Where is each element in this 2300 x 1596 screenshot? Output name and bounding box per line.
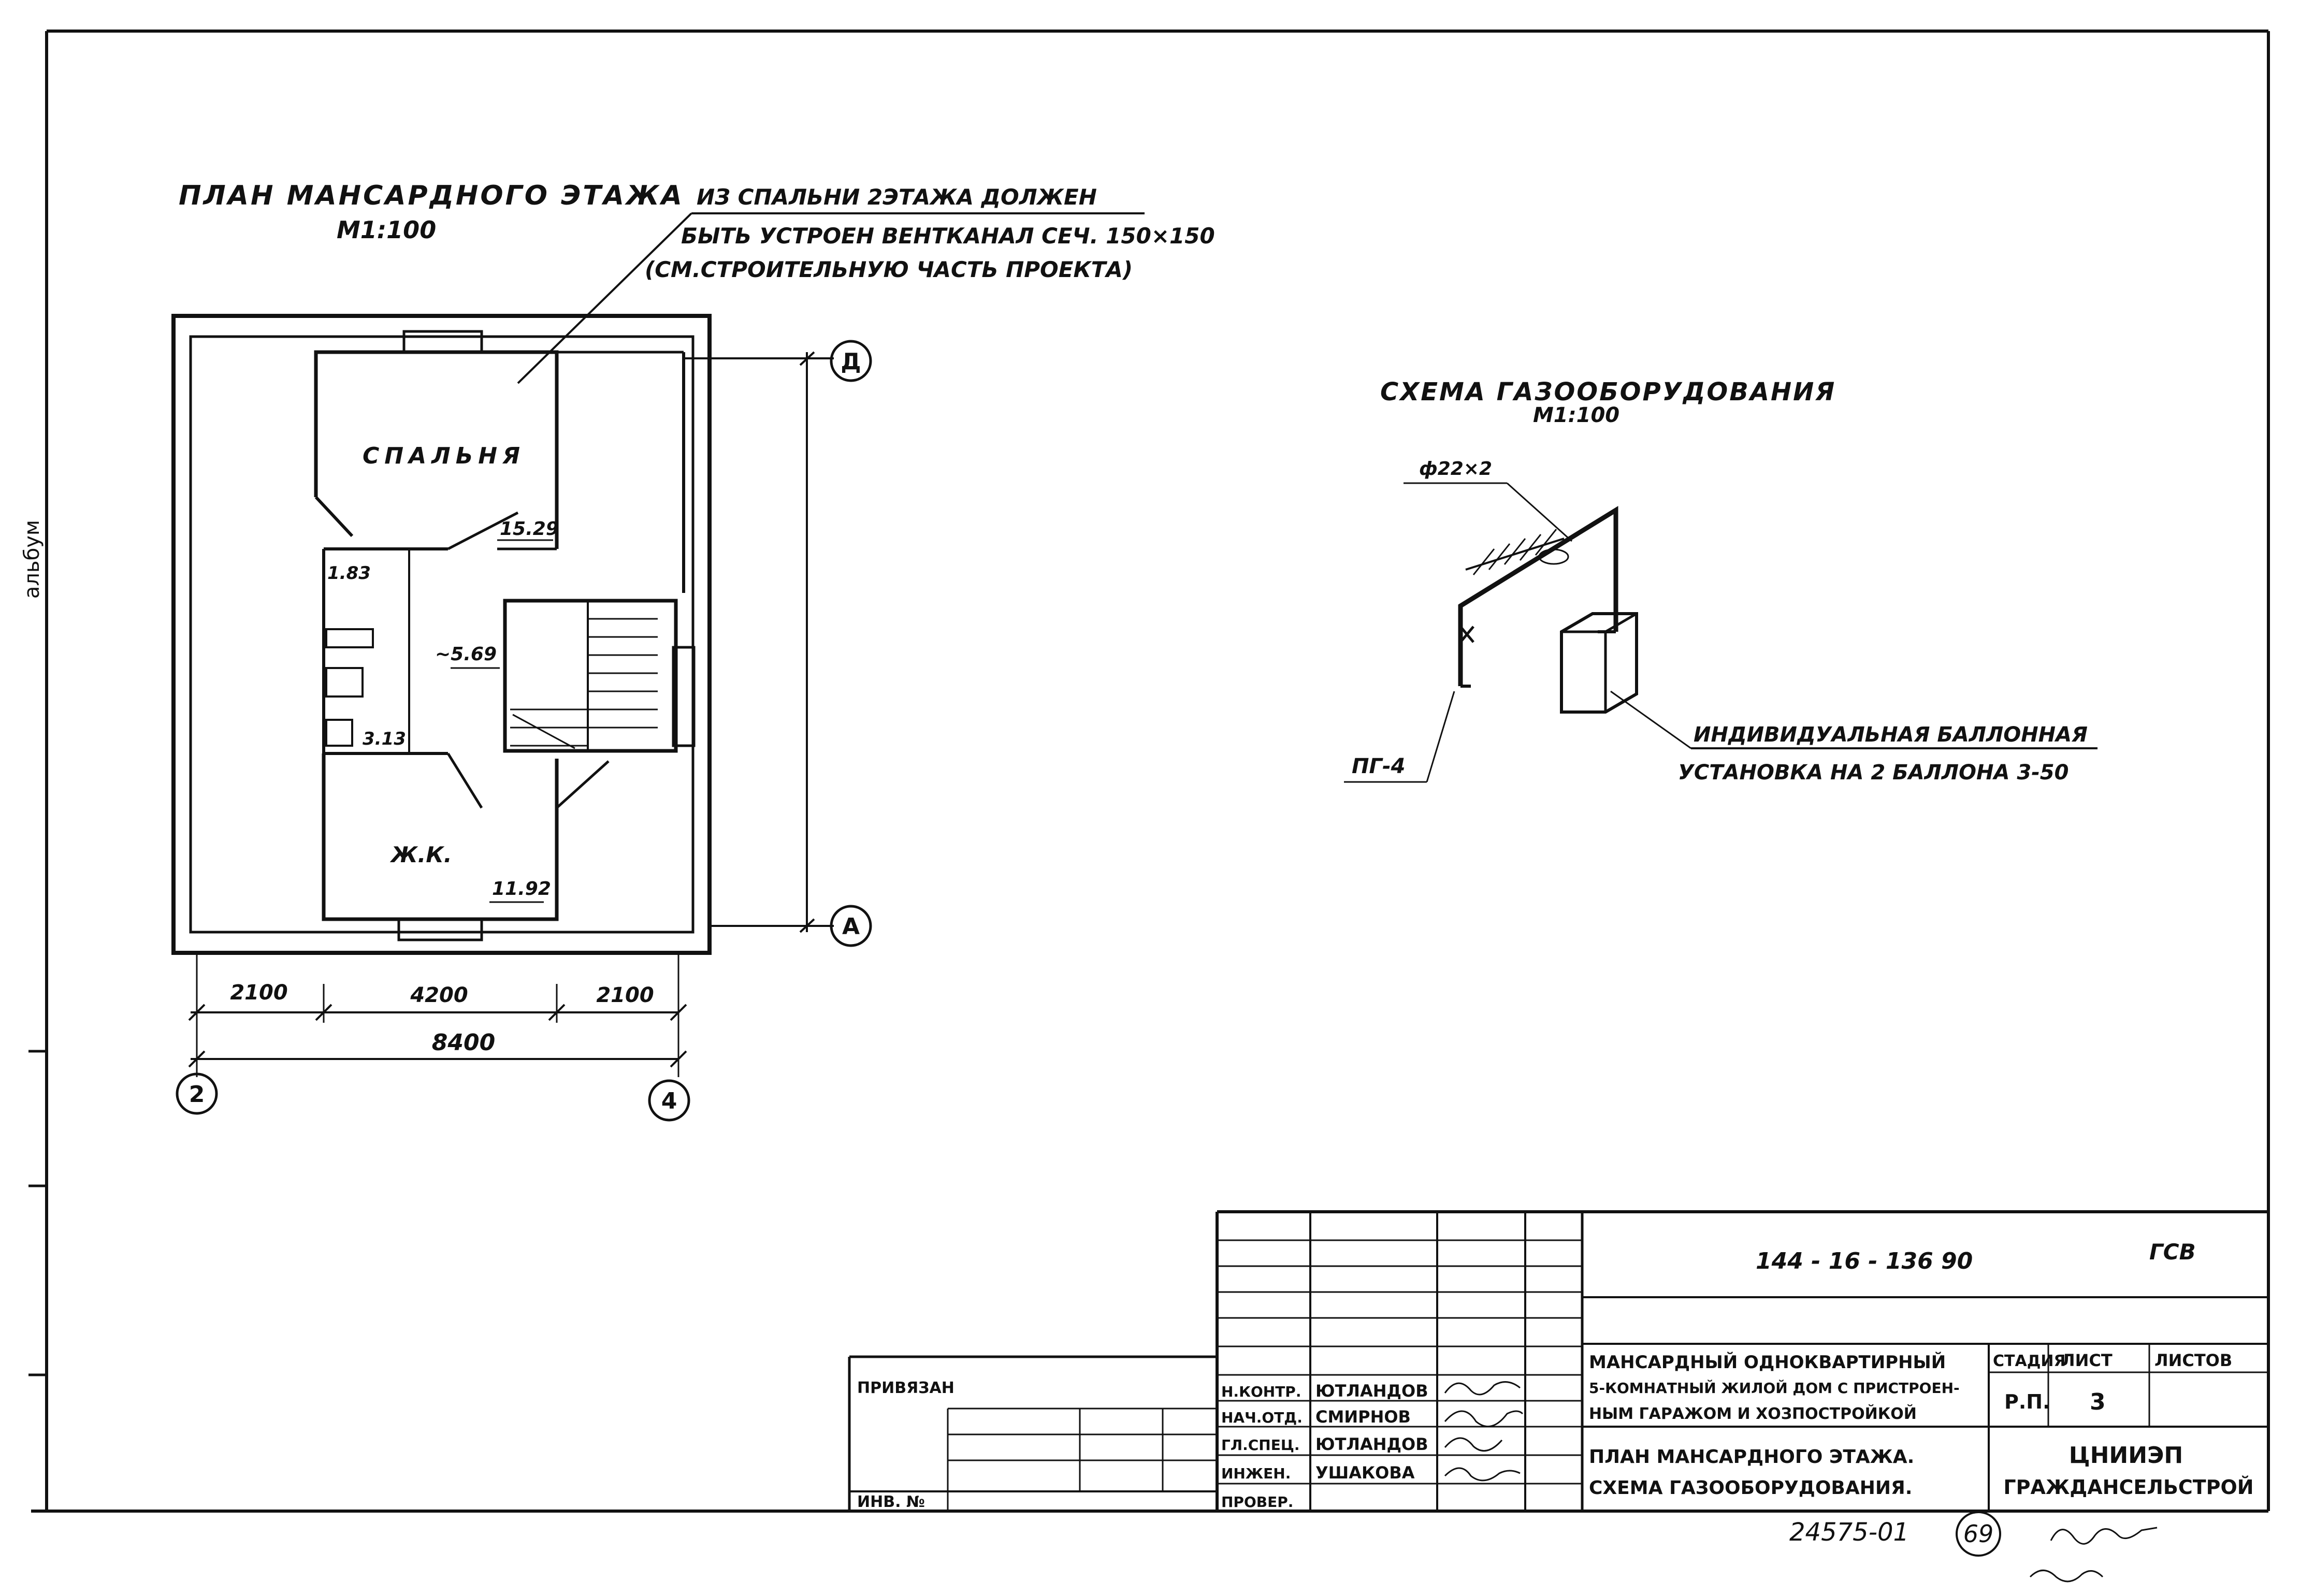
role-4: ИНЖЕН. [1221,1465,1291,1482]
area-bedroom: 15.29 [500,518,559,540]
project-line3: НЫМ ГАРАЖОМ И ХОЗПОСТРОЙКОЙ [1589,1404,1917,1423]
stage-label: СТАДИЯ [1993,1352,2066,1370]
dim-middle: 4200 [410,983,468,1007]
dim-right: 2100 [596,983,654,1007]
sheet-label: ЛИСТ [2061,1351,2113,1370]
drawing-mark: ГСВ [2149,1239,2196,1265]
axis-bottom: А [842,913,860,940]
inv-label: ИНВ. № [857,1493,925,1511]
pipe-size: ф22×2 [1419,458,1492,480]
room-bedroom: СПАЛЬНЯ [363,443,525,469]
name-2: СМИРНОВ [1315,1407,1411,1427]
project-line1: МАНСАРДНЫЙ ОДНОКВАРТИРНЫЙ [1589,1352,1946,1373]
plan-header: ПЛАН МАНСАРДНОГО ЭТАЖА М1:100 ИЗ СПАЛЬНИ… [179,180,1215,384]
gas-scale: М1:100 [1533,403,1619,427]
name-1: ЮТЛАНДОВ [1315,1381,1428,1401]
area-hall: ~5.69 [435,644,497,665]
area-small-2: 3.13 [363,729,406,749]
plan-scale: М1:100 [337,216,436,244]
sheet-line2: СХЕМА ГАЗООБОРУДОВАНИЯ. [1589,1477,1912,1499]
axis-right: 4 [661,1088,677,1114]
side-mark: альбум [20,520,44,599]
role-3: ГЛ.СПЕЦ. [1221,1437,1299,1454]
binding-label: ПРИВЯЗАН [857,1379,954,1397]
plan-note-line2: БЫТЬ УСТРОЕН ВЕНТКАНАЛ СЕЧ. 150×150 [681,223,1215,249]
page-number: 69 [1963,1520,1994,1548]
dim-left: 2100 [230,981,287,1005]
title-block: ПРИВЯЗАН ИНВ. № 14 [848,1210,2268,1511]
project-line2: 5-КОМНАТНЫЙ ЖИЛОЙ ДОМ С ПРИСТРОЕН- [1589,1379,1960,1397]
handwritten-signature [2029,1527,2158,1583]
org-line1: ЦНИИЭП [2069,1442,2183,1469]
sheet-frame: альбум [20,30,2270,1513]
gas-title: СХЕМА ГАЗООБОРУДОВАНИЯ [1380,378,1836,407]
plan-note-line1: ИЗ СПАЛЬНИ 2ЭТАЖА ДОЛЖЕН [697,184,1097,210]
install-line1: ИНДИВИДУАЛЬНАЯ БАЛЛОННАЯ [1694,723,2088,747]
block-row-lines [1217,1239,2268,1511]
role-1: Н.КОНТР. [1221,1383,1301,1400]
name-4: УШАКОВА [1315,1463,1415,1483]
axis-left: 2 [189,1081,205,1108]
role-5: ПРОВЕР. [1221,1493,1293,1511]
plan-note-line3: (СМ.СТРОИТЕЛЬНУЮ ЧАСТЬ ПРОЕКТА) [645,257,1133,282]
footer: 24575-01 69 [1789,1511,2158,1583]
room-living: Ж.К. [389,842,452,867]
sheet-line1: ПЛАН МАНСАРДНОГО ЭТАЖА. [1589,1446,1914,1468]
signatures [1444,1381,1524,1482]
sheets-label: ЛИСТОВ [2154,1351,2232,1370]
floor-plan: СПАЛЬНЯ Ж.К. 15.29 1.83 ~5.69 3.13 11.92… [171,314,872,1122]
sheet-value: 3 [2090,1389,2106,1415]
area-small-1: 1.83 [327,563,371,584]
wall-crossing [1465,529,1569,575]
gas-scheme: СХЕМА ГАЗООБОРУДОВАНИЯ М1:100 ф22×2 ПГ- [1344,378,2098,785]
stair-treads [510,618,658,749]
role-2: НАЧ.ОТД. [1221,1409,1303,1426]
archive-number: 24575-01 [1789,1518,1909,1547]
dim-total: 8400 [432,1029,495,1056]
plan-title: ПЛАН МАНСАРДНОГО ЭТАЖА [179,180,684,211]
name-3: ЮТЛАНДОВ [1315,1434,1428,1454]
axis-top: Д [841,349,861,375]
install-line2: УСТАНОВКА НА 2 БАЛЛОНА 3-50 [1678,761,2068,785]
drawing-code: 144 - 16 - 136 90 [1756,1248,1973,1274]
stage-value: Р.П. [2004,1390,2050,1413]
stove-label: ПГ-4 [1352,755,1405,778]
org-line2: ГРАЖДАНСЕЛЬСТРОЙ [2003,1476,2253,1499]
area-living: 11.92 [492,878,551,899]
